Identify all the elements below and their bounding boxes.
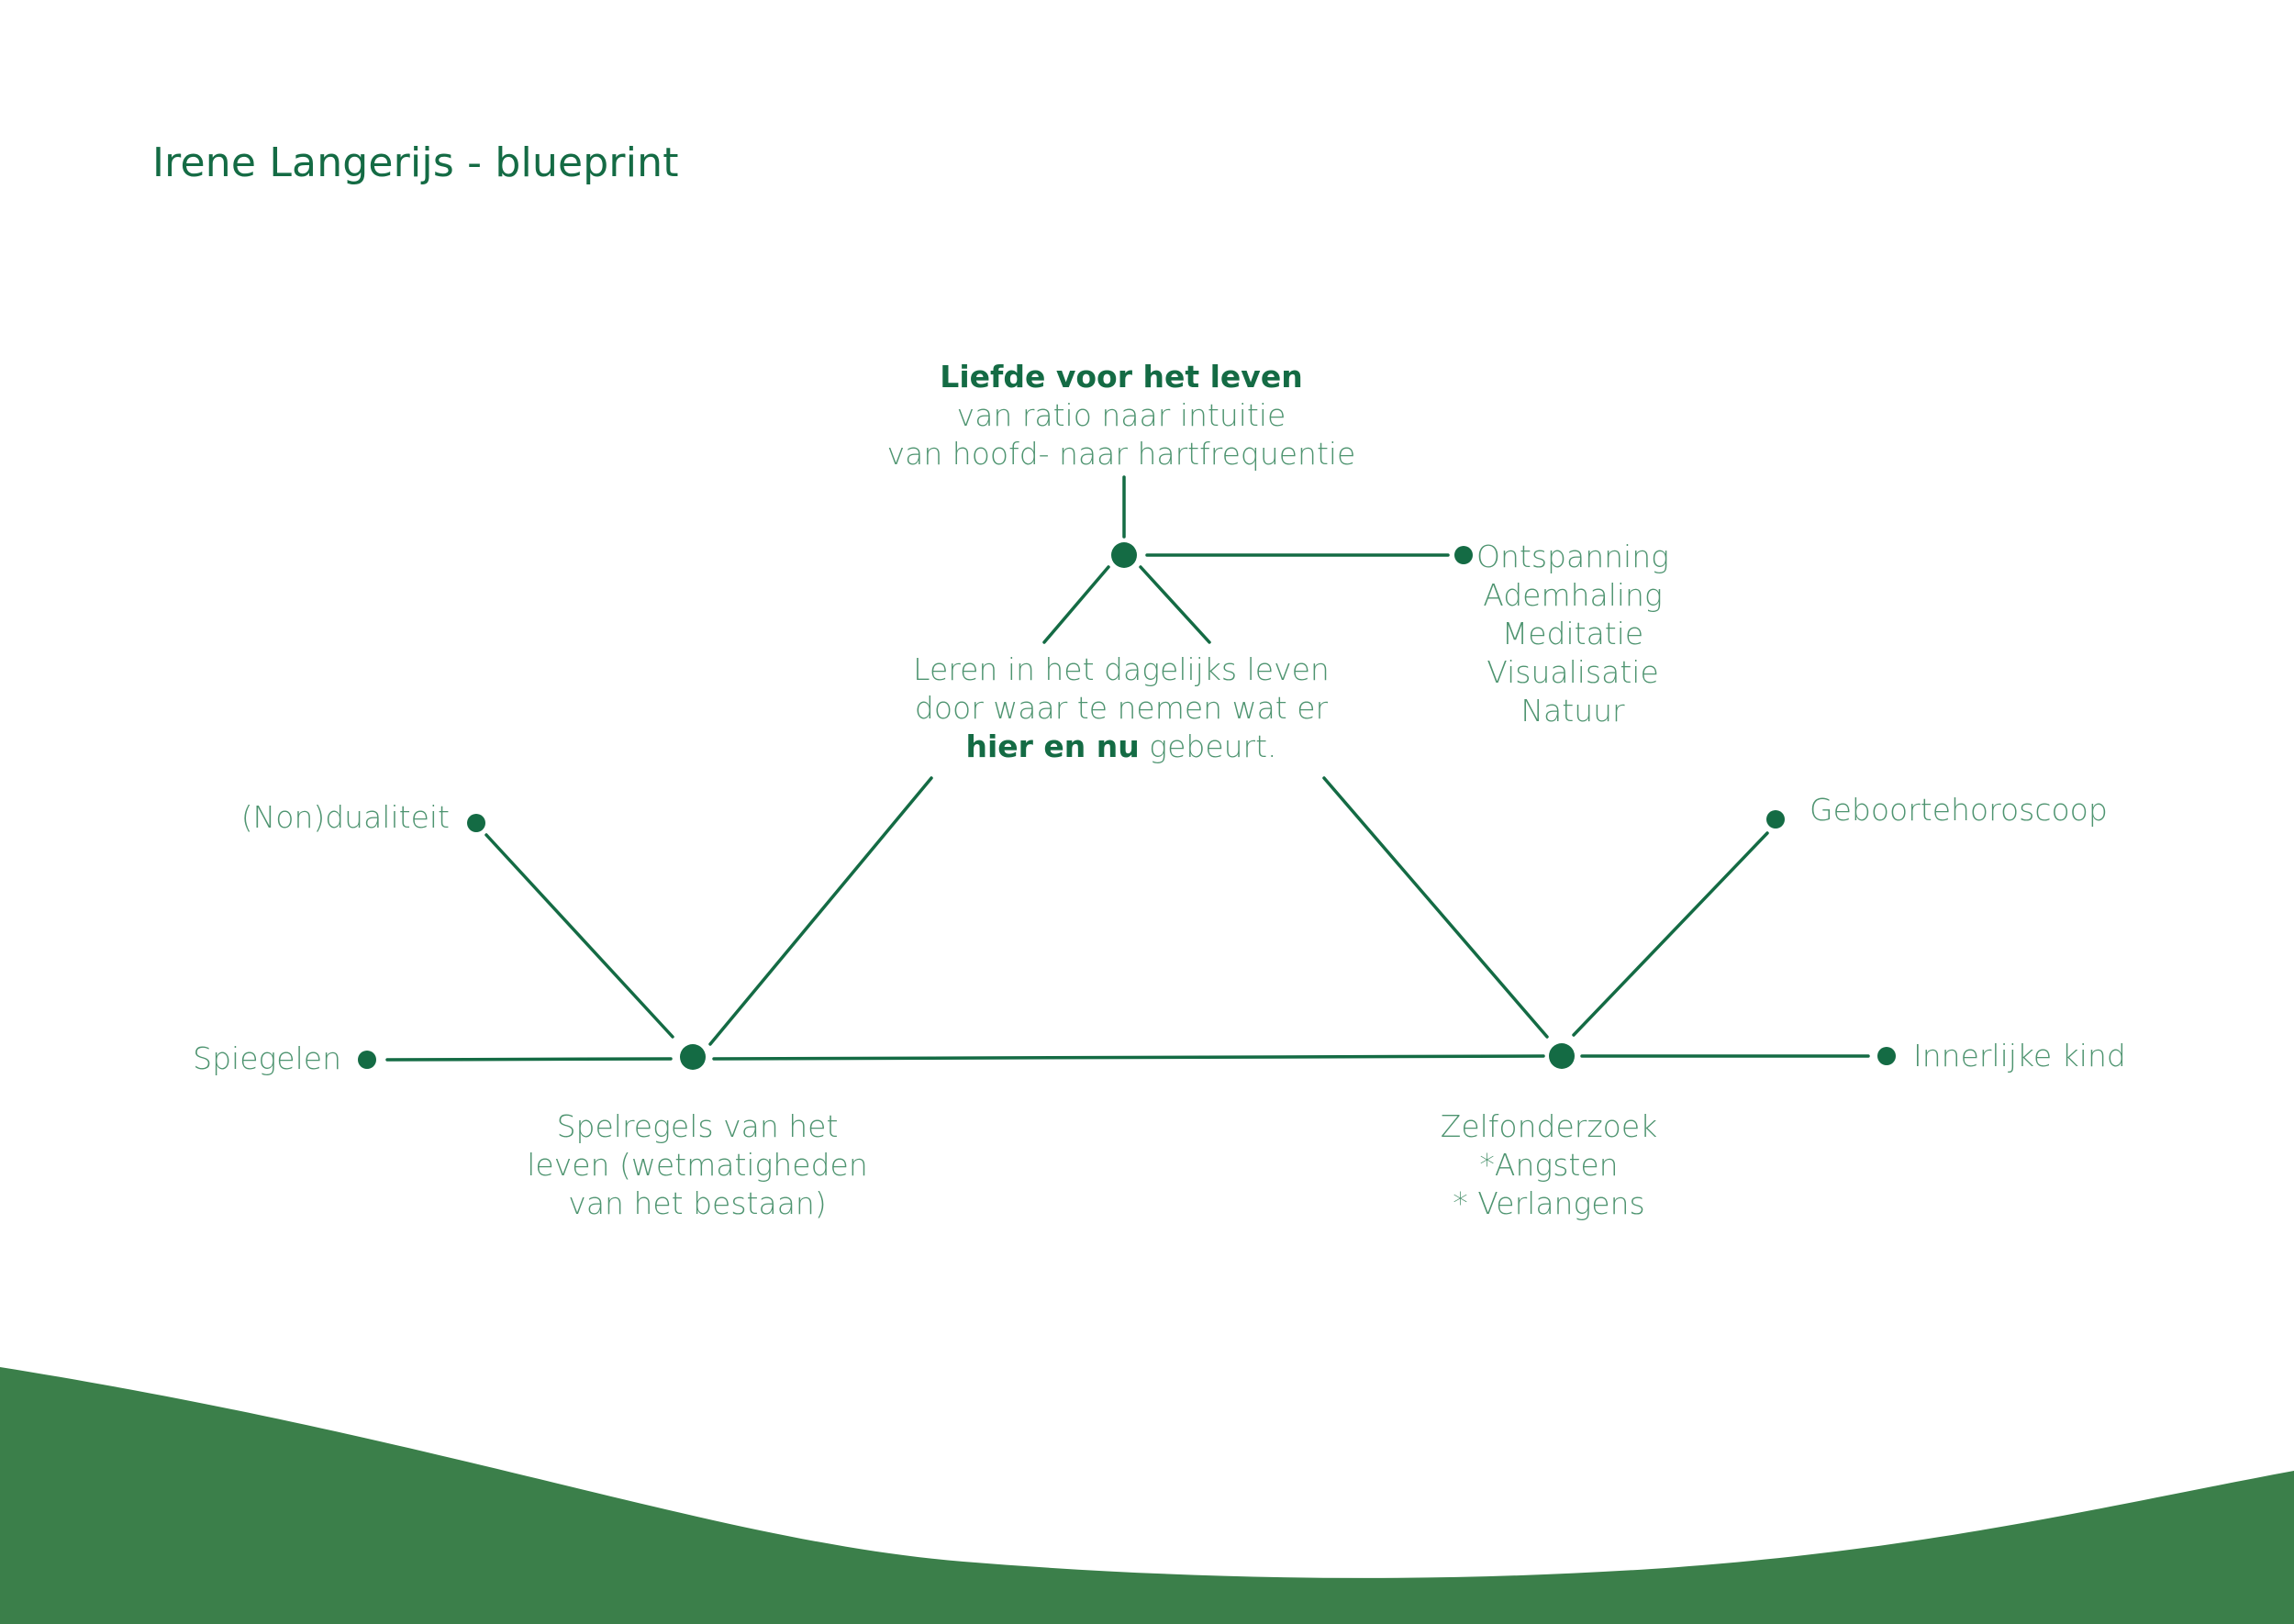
center-line3: hier en nu gebeurt.: [913, 728, 1330, 766]
center-line2: door waar te nemen wat er: [914, 690, 1329, 726]
left-node-line2: leven (wetmatigheden: [527, 1147, 868, 1183]
edge-top-text-left: [1042, 565, 1110, 644]
top-node-line1: van ratio naar intuitie: [956, 397, 1286, 433]
left-node-line1: Spelregels van het: [556, 1108, 839, 1144]
edge-text-right-node: [1322, 776, 1549, 1039]
edge-right-horoscoop: [1572, 831, 1769, 1037]
edge-left-dualiteit: [484, 833, 674, 1039]
right-branch-side: Innerlijke kind: [1913, 1038, 2126, 1073]
center-label: Leren in het dagelijks leven door waar t…: [913, 651, 1330, 766]
top-node-label: Liefde voor het leven van ratio naar int…: [887, 358, 1356, 473]
top-branch-item: Meditatie: [1501, 616, 1644, 651]
edge-text-left-node: [708, 776, 933, 1046]
top-branch-item: Ontspanning: [1476, 539, 1669, 574]
top-branch-list: Ontspanning Ademhaling Meditatie Visuali…: [1476, 538, 1669, 730]
center-line1: Leren in het dagelijks leven: [913, 651, 1330, 687]
node-top: [1111, 542, 1137, 568]
center-line3-rest: gebeurt.: [1139, 729, 1277, 764]
top-node-heading: Liefde voor het leven: [940, 359, 1303, 395]
edge-left-right: [712, 1054, 1545, 1061]
dot-relaxation: [1454, 546, 1473, 564]
top-branch-item: Natuur: [1520, 693, 1625, 729]
dot-spiegelen: [358, 1051, 376, 1069]
node-right: [1549, 1043, 1575, 1069]
left-node-label: Spelregels van het leven (wetmatigheden …: [527, 1107, 867, 1223]
dot-dualiteit: [467, 814, 485, 832]
edge-top-text-right: [1139, 565, 1211, 644]
dot-horoscoop: [1766, 810, 1785, 829]
right-branch-upper: Geboortehoroscoop: [1810, 792, 2108, 828]
top-branch-item: Ademhaling: [1483, 577, 1663, 613]
right-node-line1: Zelfonderzoek: [1440, 1108, 1658, 1144]
node-left: [680, 1044, 706, 1070]
edge-left-spiegelen: [385, 1057, 673, 1062]
page-title: Irene Langerijs - blueprint: [152, 139, 679, 186]
dot-kind: [1877, 1047, 1896, 1065]
center-line3-bold: hier en nu: [965, 729, 1140, 764]
top-branch-item: Visualisatie: [1487, 654, 1659, 690]
left-branch-upper: (Non)dualiteit: [240, 799, 450, 835]
right-node-line2: *Angsten: [1479, 1147, 1619, 1183]
right-node-line3: * Verlangens: [1453, 1185, 1645, 1221]
left-branch-side: Spiegelen: [193, 1040, 341, 1076]
right-node-label: Zelfonderzoek *Angsten * Verlangens: [1441, 1107, 1658, 1223]
left-node-line3: van het bestaan): [568, 1185, 827, 1221]
top-node-line2: van hoofd- naar hartfrequentie: [886, 436, 1356, 472]
